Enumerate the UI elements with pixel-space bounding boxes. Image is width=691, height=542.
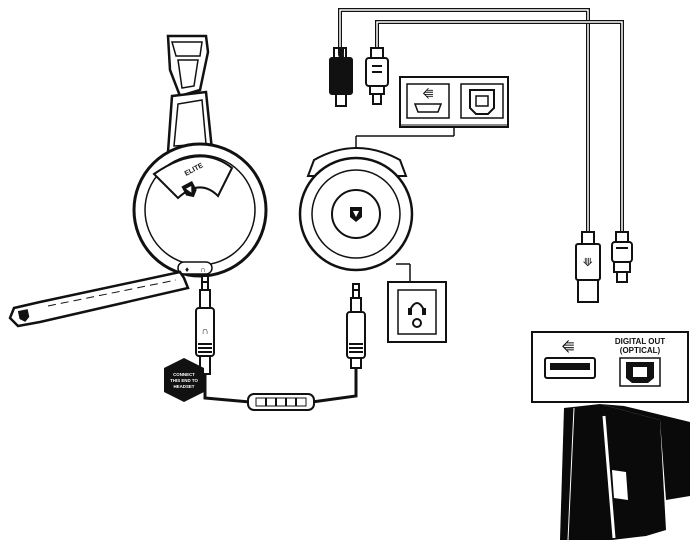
optical-cable-inner [376,21,623,232]
headset-cable: ∩ CONN [164,275,366,411]
optical-label-line1: DIGITAL OUT [615,337,665,346]
amp-puck [298,147,414,282]
amp-port-panel: ⭅ [399,76,509,128]
optical-plug-bottom [611,231,633,283]
headphone-icon: ∩ [201,326,208,337]
console-optical-port [619,357,661,387]
turtle-logo-icon [350,207,362,222]
mini-usb-plug: TURTLE BEACH [329,47,353,107]
tag-line-3: HEADSET [174,384,195,389]
headset: ELITE ♦ ∩ [8,34,268,328]
console-usb-port [544,357,596,379]
usb-icon: ⭅ [423,87,434,101]
usb-cable-inner [339,9,589,232]
optical-port [460,83,504,119]
turtle-logo-icon [17,309,30,322]
usb-plug-brand: TURTLE BEACH [339,49,345,88]
turtle-logo-icon [181,181,197,198]
headphone-icon [408,302,426,315]
tag-line-1: CONNECT [173,372,195,377]
connect-to-headset-tag: CONNECT THIS END TO HEADSET [164,358,204,402]
optical-plug-top [365,47,389,105]
inline-control [247,393,315,411]
optical-label-line2: (OPTICAL) [620,346,661,355]
headphone-port-panel [387,281,447,343]
headset-mic-icon: ♦ [185,265,189,274]
usb-a-plug: ⭅ [575,231,601,303]
headset-3.5mm-plug: ∩ [195,275,215,375]
console-port-panel: ⭅ DIGITAL OUT (OPTICAL) [531,331,689,403]
mini-usb-port: ⭅ [406,83,450,119]
amp-3.5mm-plug [346,283,366,369]
boom-mic [8,270,190,328]
console-usb-icon: ⭅ [562,339,575,356]
game-console [560,404,690,541]
usb-icon: ⭅ [583,258,595,267]
tag-line-2: THIS END TO [170,378,198,383]
headset-jack-icon: ∩ [200,265,206,274]
